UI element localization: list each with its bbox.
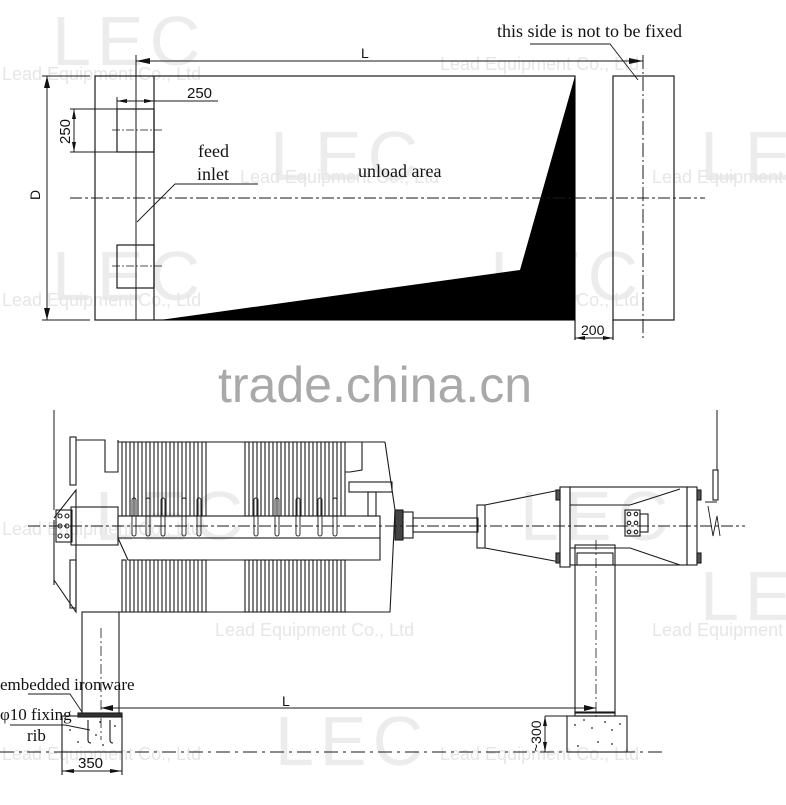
svg-text:LEC: LEC: [700, 557, 786, 635]
svg-text:LEC: LEC: [275, 702, 429, 780]
filter-plates-lower-right: [244, 559, 346, 613]
plan-labels: L D 250 250 feed inlet unload area this …: [27, 21, 682, 338]
svg-text:Lead Equipment Co., Ltd: Lead Equipment Co., Ltd: [440, 744, 639, 764]
svg-text:Lead Equipment Co., Ltd: Lead Equipment Co., Ltd: [240, 167, 439, 187]
label-250-vertical: 250: [57, 119, 74, 144]
label-350: 350: [78, 755, 103, 772]
elevation-view: [0, 410, 745, 775]
svg-text:Lead Equipment Co., Ltd: Lead Equipment Co., Ltd: [440, 54, 639, 74]
svg-text:LEC: LEC: [52, 2, 206, 80]
label-200: 200: [581, 322, 605, 338]
site-watermark: trade.china.cn: [218, 357, 532, 413]
label-depth: D: [27, 190, 43, 200]
label-inlet: inlet: [197, 164, 229, 184]
svg-text:Lead Equipment Co., Ltd: Lead Equipment Co., Ltd: [652, 167, 786, 187]
svg-text:LEC: LEC: [52, 237, 206, 315]
plan-view: [42, 43, 705, 340]
label-250-horizontal: 250: [187, 85, 212, 102]
svg-text:LEC: LEC: [700, 117, 786, 195]
label-rib: rib: [27, 726, 46, 745]
concrete-texture: [69, 719, 621, 747]
label-fixing: φ10 fixing: [0, 705, 72, 724]
elevation-labels: embedded ironware φ10 fixing rib L 350 ~…: [0, 675, 544, 772]
feed-inlet-upper: [116, 108, 155, 153]
svg-text:Lead Equipment Co., Ltd: Lead Equipment Co., Ltd: [2, 519, 201, 539]
left-leg: [81, 611, 120, 716]
feed-inlet-lower: [116, 244, 155, 289]
svg-text:Lead Equipment Co., Ltd: Lead Equipment Co., Ltd: [2, 64, 201, 84]
label-feed: feed: [198, 141, 229, 161]
svg-text:Lead Equipment Co., Ltd: Lead Equipment Co., Ltd: [2, 290, 201, 310]
svg-text:LEC: LEC: [520, 477, 674, 555]
label-embedded-ironware: embedded ironware: [0, 675, 135, 694]
svg-text:Lead Equipment Co., Ltd: Lead Equipment Co., Ltd: [652, 620, 786, 640]
filter-plates-lower-left: [121, 559, 207, 613]
label-unload-area: unload area: [358, 161, 441, 181]
svg-text:LEC: LEC: [270, 117, 424, 195]
svg-text:Lead Equipment Co., Ltd: Lead Equipment Co., Ltd: [2, 744, 201, 764]
unload-wedge: [160, 76, 575, 320]
plate-handles: [131, 497, 338, 537]
side-beam: [117, 515, 381, 539]
label-length-bottom: L: [282, 693, 290, 709]
svg-text:Lead Equipment Co., Ltd: Lead Equipment Co., Ltd: [215, 620, 414, 640]
right-leg: [574, 544, 616, 714]
label-300: ~300: [528, 720, 544, 752]
label-not-fixed: this side is not to be fixed: [497, 21, 682, 41]
filter-plates-upper-right: [244, 441, 346, 517]
label-length-top: L: [361, 45, 369, 61]
